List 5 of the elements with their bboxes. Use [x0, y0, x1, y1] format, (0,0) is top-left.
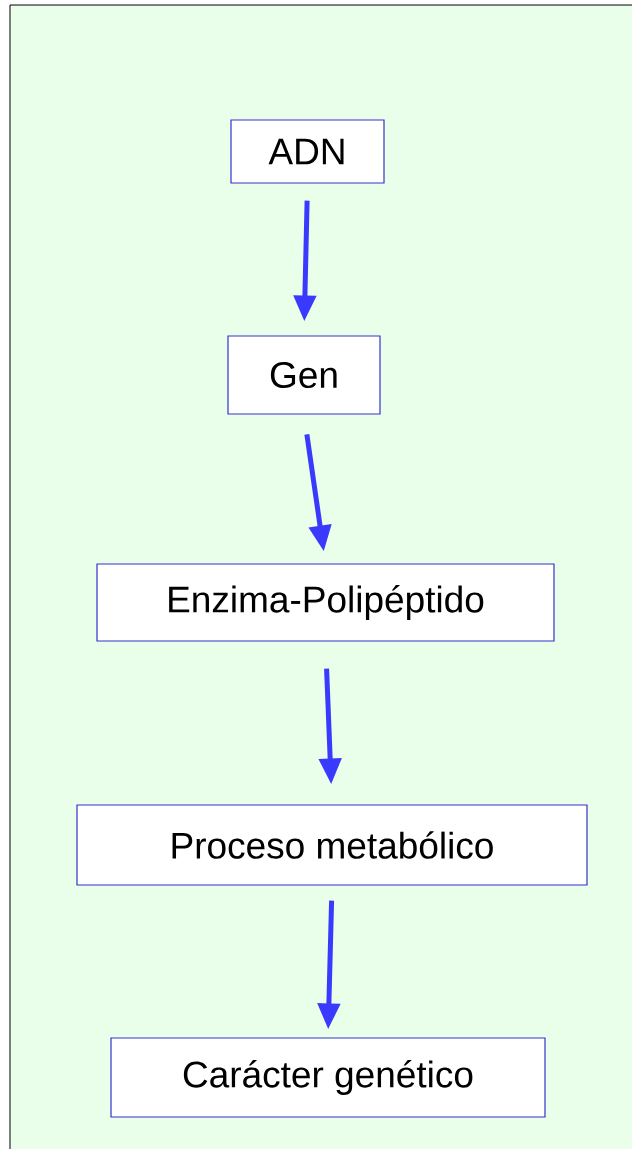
process-box: Carácter genético	[110, 1037, 546, 1118]
process-box: Enzima-Polipéptido	[96, 563, 555, 642]
process-box: ADN	[230, 119, 385, 184]
process-box: Gen	[227, 335, 381, 415]
process-box: Proceso metabólico	[76, 804, 588, 886]
